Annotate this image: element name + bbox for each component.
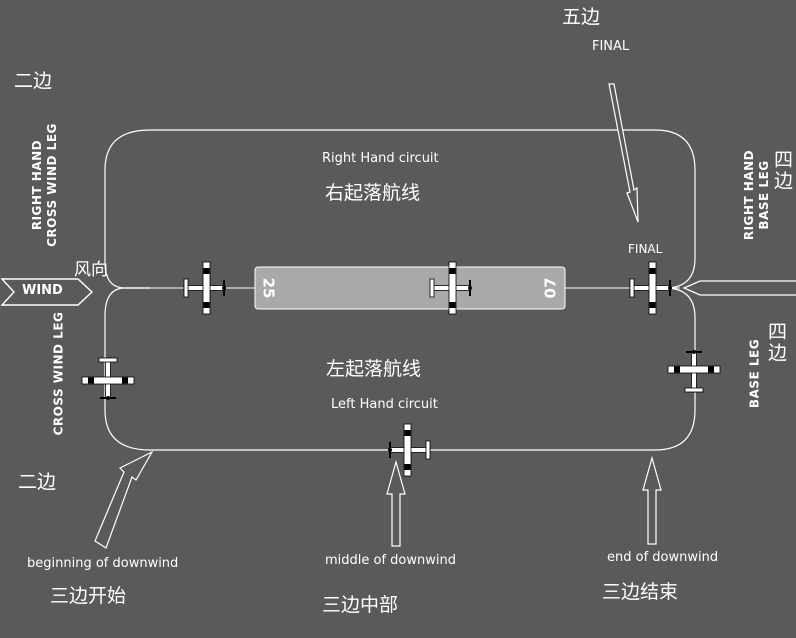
final-pointer-arrow: [608, 83, 639, 223]
final-approach-arrow: [682, 280, 796, 296]
second-leg-top-label: 二边: [14, 70, 53, 92]
right-hand-circuit-path: [104, 129, 696, 289]
beginning-of-downwind-label: beginning of downwind: [27, 556, 179, 571]
beginning-cn-label: 三边开始: [50, 585, 127, 607]
fifth-leg-label: 五边: [562, 6, 601, 28]
beginning-of-downwind-arrow: [94, 450, 154, 549]
airplane-icon: [667, 349, 721, 393]
runway-number-07: 07: [541, 277, 560, 299]
middle-of-downwind-arrow: [386, 459, 406, 547]
base-leg-label: BASE LEG: [747, 338, 762, 409]
airplane-icon: [81, 357, 135, 401]
left-hand-circuit-label: Left Hand circuit: [331, 397, 438, 412]
end-cn-label: 三边结束: [602, 581, 679, 603]
middle-cn-label: 三边中部: [322, 594, 399, 616]
wind-direction-label: 风向: [74, 260, 108, 280]
airplane-icon: [183, 261, 227, 315]
left-circuit-cn-label: 左起落航线: [326, 358, 422, 380]
second-leg-bottom-label: 二边: [18, 471, 57, 493]
wind-label: WIND: [22, 283, 63, 298]
runway: [254, 266, 566, 310]
final-top-label: FINAL: [592, 39, 630, 54]
middle-of-downwind-label: middle of downwind: [325, 553, 456, 568]
end-of-downwind-arrow: [642, 455, 662, 545]
fourth-leg-top-label: 四边: [774, 149, 794, 192]
right-hand-circuit-label: Right Hand circuit: [322, 151, 439, 166]
right-cross-wind-leg-label: RIGHT HAND CROSS WIND LEG: [30, 123, 59, 247]
final-right-label: FINAL: [628, 242, 663, 256]
right-base-leg-label: RIGHT HAND BASE LEG: [742, 149, 771, 241]
wind-arrow: [0, 278, 94, 306]
end-of-downwind-label: end of downwind: [607, 550, 719, 565]
runway-number-25: 25: [259, 277, 278, 299]
fourth-leg-bottom-label: 四边: [768, 321, 788, 364]
cross-wind-leg-label: CROSS WIND LEG: [51, 311, 66, 436]
airplane-icon: [629, 261, 673, 315]
right-circuit-cn-label: 右起落航线: [325, 182, 421, 204]
left-hand-circuit-path: [104, 287, 696, 451]
